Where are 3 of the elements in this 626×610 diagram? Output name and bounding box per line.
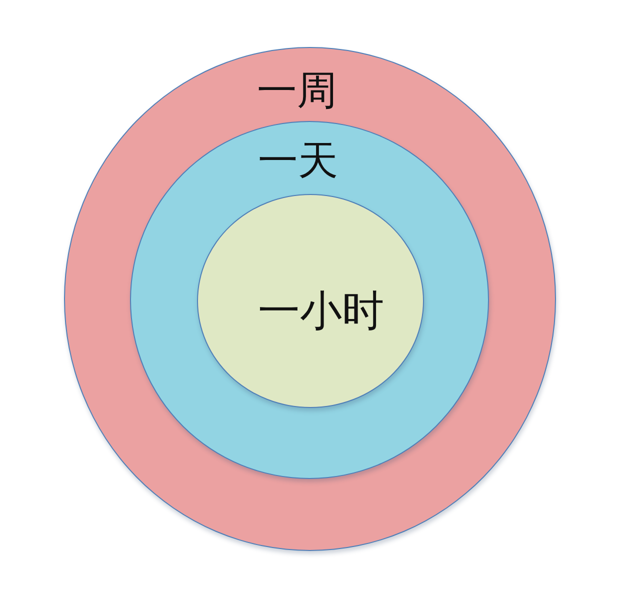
- time-label: 一周: [257, 71, 337, 111]
- time-label: 一小时: [258, 291, 384, 333]
- time-label: 一天: [258, 141, 338, 181]
